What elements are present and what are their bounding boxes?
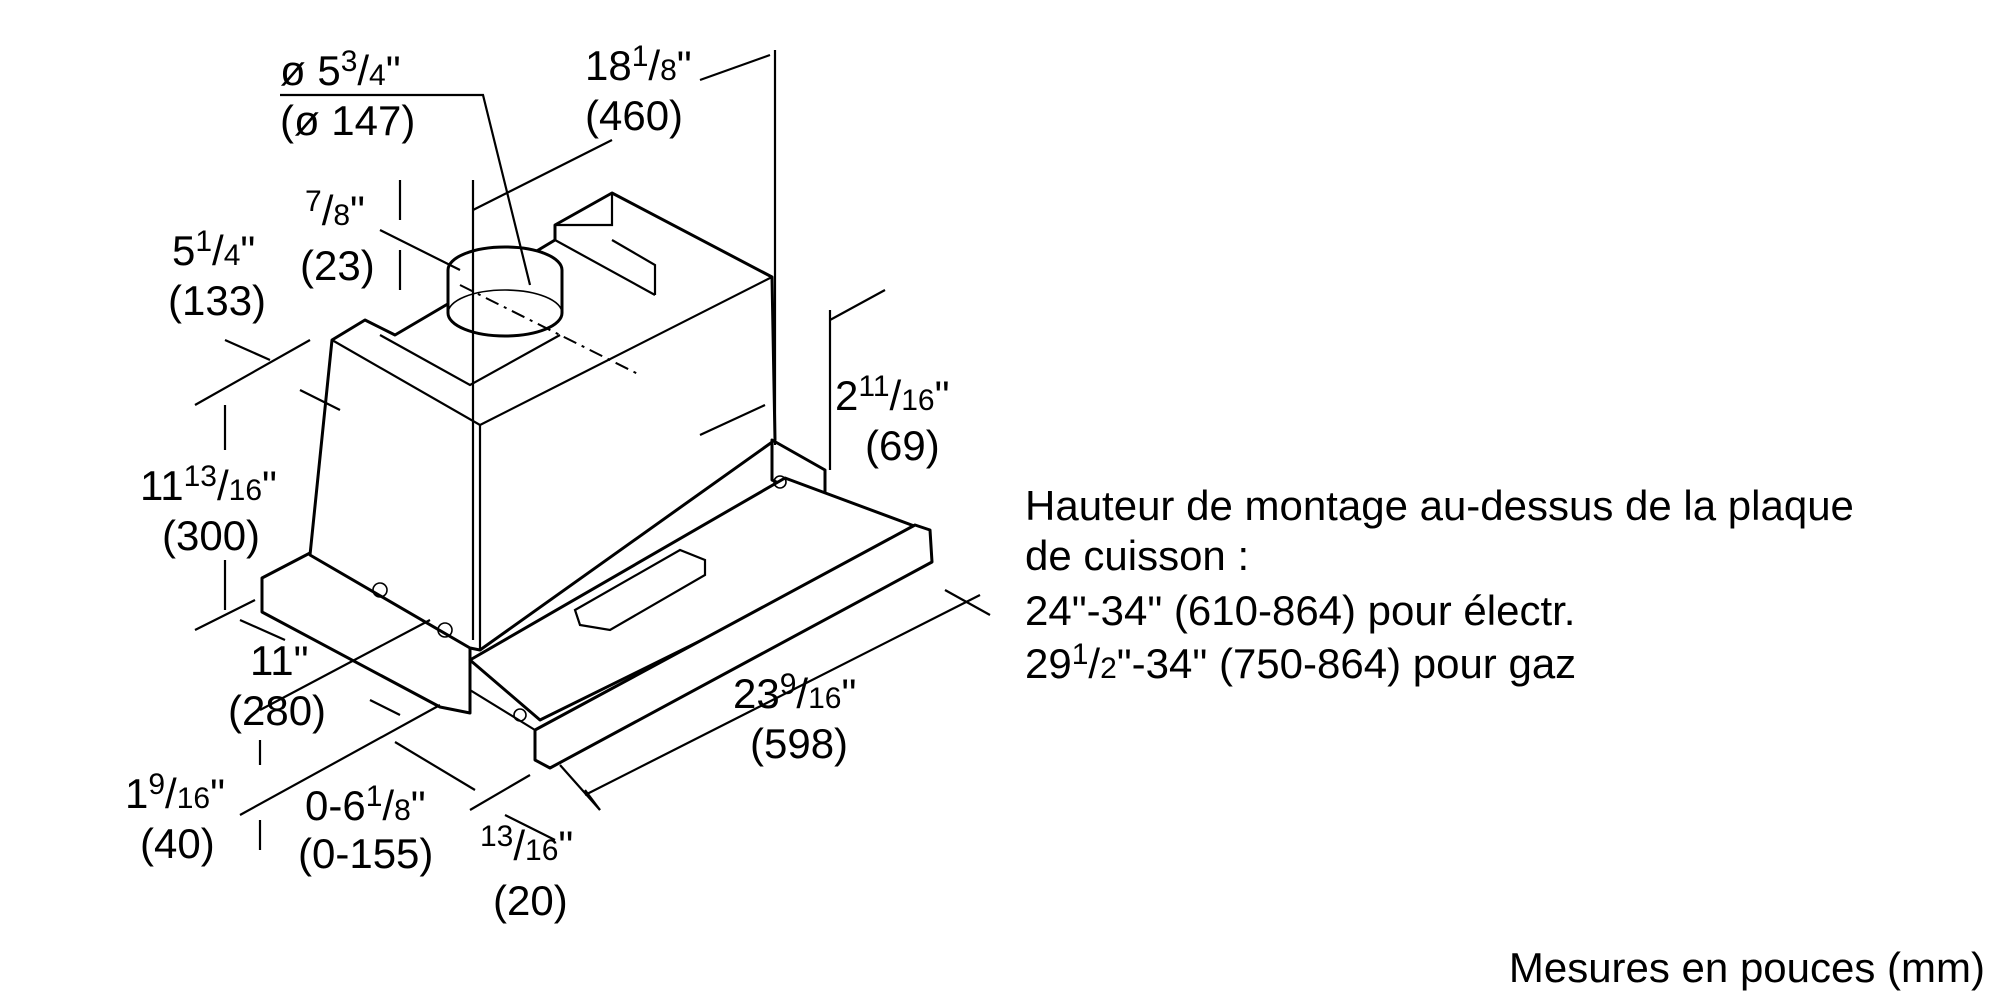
dim-base-height-metric: (40)	[140, 820, 215, 867]
dim-extension-imperial: 0-61/8"	[305, 780, 426, 829]
rivet-3	[513, 708, 527, 722]
mounting-note-line3: 24"-34" (610-864) pour électr.	[1025, 587, 1575, 634]
dimension-labels: ø 53/4" (ø 147) 181/8" (460) 7/8" (23) 5…	[125, 40, 949, 924]
dim-front-lip-metric: (20)	[493, 877, 568, 924]
dim-depth-top-imperial: 181/8"	[585, 40, 692, 89]
dim-depth-bottom-imperial: 11"	[250, 637, 309, 684]
visor-front	[533, 523, 934, 770]
dim-back-step-imperial: 211/16"	[835, 370, 949, 419]
dim-duct-diameter-imperial: ø 53/4"	[280, 45, 401, 94]
rivet-2	[437, 622, 453, 638]
mounting-note: Hauteur de montage au-dessus de la plaqu…	[1025, 482, 1854, 687]
dim-back-step-metric: (69)	[865, 422, 940, 469]
rivet-4	[773, 475, 787, 489]
dim-front-lip-imperial: 13/16"	[480, 820, 573, 869]
dim-collar-height-imperial: 7/8"	[305, 185, 365, 234]
dim-width-metric: (598)	[750, 720, 848, 767]
dim-depth-top	[472, 139, 613, 211]
duct-collar-bottom	[447, 289, 563, 337]
dimension-lines	[194, 50, 991, 850]
top-recess	[379, 334, 561, 387]
rivet-1	[372, 582, 388, 598]
dim-extension-metric: (0-155)	[298, 830, 433, 877]
dim-width-imperial: 239/16"	[733, 668, 856, 717]
duct-centerline	[459, 284, 641, 376]
dim-chimney-offset-imperial: 51/4"	[172, 225, 255, 274]
mounting-note-line1: Hauteur de montage au-dessus de la plaqu…	[1025, 482, 1854, 529]
dim-depth-top-metric: (460)	[585, 92, 683, 139]
hood-drawing	[260, 191, 934, 770]
dim-duct-diameter-metric: (ø 147)	[280, 97, 415, 144]
units-note: Mesures en pouces (mm)	[1509, 944, 1985, 991]
duct-collar-side	[446, 270, 564, 338]
dim-body-height-imperial: 1113/16"	[140, 460, 277, 509]
mounting-note-line2: de cuisson :	[1025, 532, 1249, 579]
dim-base-height-imperial: 19/16"	[125, 768, 225, 817]
leader-duct-diameter	[280, 93, 532, 286]
visor-slide-left	[468, 660, 536, 731]
dim-chimney-offset-metric: (133)	[168, 277, 266, 324]
mounting-note-line4: 291/2"-34" (750-864) pour gaz	[1025, 638, 1576, 687]
dim-collar-height-metric: (23)	[300, 242, 375, 289]
rear-block	[554, 193, 657, 296]
visor-handle	[573, 548, 707, 632]
dim-depth-bottom-metric: (280)	[228, 687, 326, 734]
dim-body-height-metric: (300)	[162, 512, 260, 559]
